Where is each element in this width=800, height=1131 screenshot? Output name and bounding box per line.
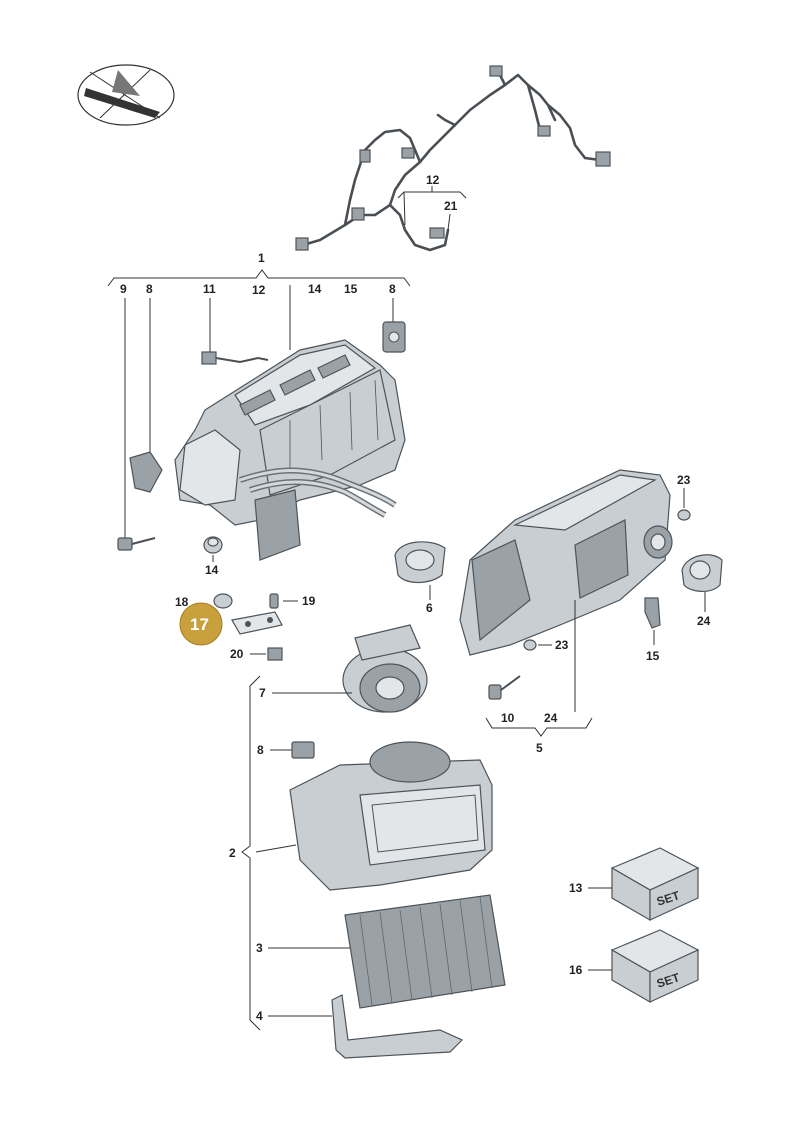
temperature-sensor-11: [201, 351, 269, 365]
label-23-a: 23: [677, 473, 691, 487]
repair-set-box-13: SET: [610, 847, 700, 922]
label-1: 1: [258, 251, 265, 265]
highlight-badge-17[interactable]: 17: [179, 602, 223, 646]
blower-motor-7: [342, 624, 428, 713]
label-6: 6: [426, 601, 433, 615]
label-24-a: 24: [697, 614, 711, 628]
callout-bracket-5: [485, 600, 593, 737]
label-19: 19: [302, 594, 316, 608]
label-20: 20: [230, 647, 244, 661]
blower-housing-2: [289, 741, 493, 891]
label-24-b: 24: [544, 711, 558, 725]
label-10: 10: [501, 711, 515, 725]
sensor-10: [488, 675, 521, 700]
label-7: 7: [259, 686, 266, 700]
label-18: 18: [175, 595, 189, 609]
callout-bracket-1: [107, 269, 411, 540]
label-16: 16: [569, 963, 583, 977]
highlight-badge-label: 17: [190, 615, 209, 634]
hvac-housing-assembly: [174, 339, 406, 561]
label-2: 2: [229, 846, 236, 860]
label-11: 11: [203, 282, 216, 296]
label-4: 4: [256, 1009, 263, 1023]
orientation-compass-icon: [77, 64, 175, 126]
label-8-b: 8: [389, 282, 396, 296]
label-23-b: 23: [555, 638, 569, 652]
callout-bracket-2: [241, 675, 352, 1031]
label-13: 13: [569, 881, 583, 895]
actuator-motor-8-top: [382, 321, 406, 353]
seal-strip-4: [331, 994, 464, 1059]
label-8-c: 8: [257, 743, 264, 757]
repair-set-box-16: SET: [610, 929, 700, 1004]
label-14-a: 14: [308, 282, 322, 296]
wiring-harness: [295, 65, 611, 252]
small-parts-17-group: [213, 593, 283, 661]
duct-flange-6: [394, 541, 446, 584]
label-12-harness: 12: [426, 173, 440, 187]
bracket-15: [644, 597, 661, 629]
label-14-b: 14: [205, 563, 219, 577]
grommet-14: [203, 536, 223, 554]
rear-hvac-unit: [459, 469, 673, 656]
label-15-b: 15: [646, 649, 660, 663]
flange-24-right: [681, 554, 723, 592]
label-9: 9: [120, 282, 127, 296]
label-21: 21: [444, 199, 458, 213]
sensor-9: [117, 537, 156, 551]
grommet-23-bottom: [523, 639, 537, 651]
label-15-a: 15: [344, 282, 358, 296]
label-5: 5: [536, 741, 543, 755]
grommet-23-top: [677, 509, 691, 521]
callout-bracket-12-21: [397, 186, 467, 231]
label-12: 12: [252, 283, 266, 297]
label-3: 3: [256, 941, 263, 955]
actuator-motor-8-left: [129, 451, 163, 493]
cabin-filter-3: [344, 894, 506, 1009]
label-8-a: 8: [146, 282, 153, 296]
